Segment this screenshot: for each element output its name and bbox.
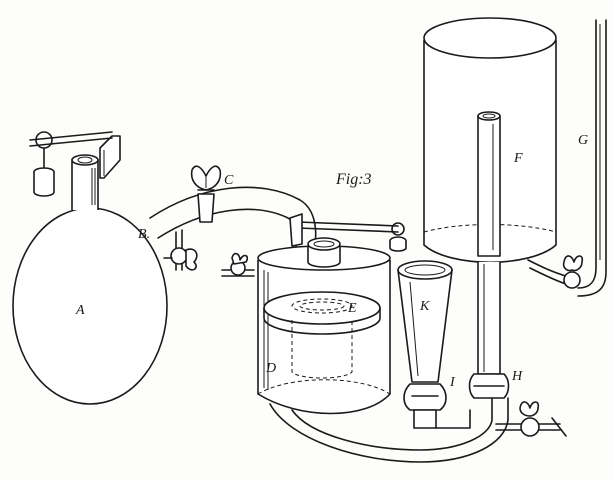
- label-f: F: [513, 151, 523, 166]
- label-d: D: [265, 361, 276, 376]
- label-i: I: [449, 375, 456, 390]
- stopcock-bottom: [495, 401, 567, 437]
- lever-weight: [29, 131, 121, 197]
- gauge-tube-g: [577, 19, 607, 297]
- bottom-pipe: [269, 397, 509, 463]
- label-a: A: [75, 303, 85, 318]
- label-e: E: [347, 301, 357, 316]
- stopcock-jar: [221, 252, 255, 277]
- funnel-k: [397, 260, 453, 429]
- stopcock-b: [163, 229, 198, 271]
- label-g: G: [578, 133, 588, 148]
- label-h: H: [511, 369, 523, 384]
- figure-title: Fig:3: [335, 171, 372, 188]
- cylinder-f: [423, 17, 557, 399]
- flask-a: [12, 154, 168, 405]
- inner-vessel-e: [263, 291, 381, 379]
- label-b: B.: [138, 227, 150, 242]
- label-c: C: [224, 173, 234, 188]
- label-k: K: [419, 299, 430, 314]
- valve-c: [190, 165, 222, 223]
- stopcock-f: [527, 255, 584, 289]
